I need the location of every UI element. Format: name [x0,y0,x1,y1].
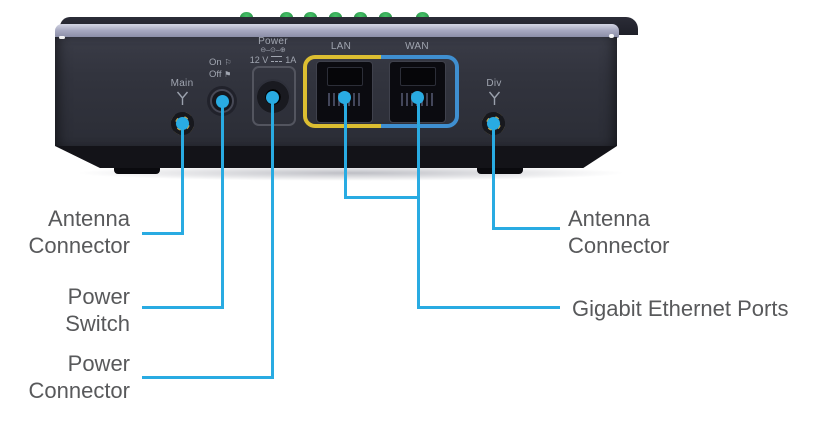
switch-off-label: Off [209,69,222,80]
label-line: Power [67,284,130,309]
callout-dot-main-antenna [176,117,189,130]
lan-port-outline [303,55,381,128]
flag-off-icon: ⚑ [224,70,232,79]
callout-line [271,97,274,379]
callout-line [142,232,184,235]
main-antenna-label: Main [170,78,194,89]
power-rating: 12 V 1A [238,55,308,65]
flag-on-icon: ⚐ [224,58,232,67]
label-gigabit-ethernet-ports: Gigabit Ethernet Ports [572,296,789,321]
lan-port-label: LAN [330,41,352,52]
corner-highlight-left [59,36,65,39]
wan-port-outline [381,55,459,128]
label-line: Connector [568,233,670,258]
label-antenna-connector-left: Antenna Connector [10,205,130,259]
label-line: Switch [65,311,130,336]
power-rating-amps: 1A [285,55,297,65]
dc-symbol-icon [271,56,283,62]
wan-port-label: WAN [405,41,429,52]
callout-dot-div-antenna [487,117,500,130]
label-line: Power [67,351,130,376]
label-antenna-connector-right: Antenna Connector [568,205,718,259]
callout-line [344,196,420,199]
power-jack-outline [252,66,296,126]
callout-line [344,97,347,199]
corner-highlight-right [609,34,614,38]
power-polarity-symbol: ⊖–⊙–⊕ [260,47,286,54]
power-title: Power [258,36,288,47]
antenna-symbol-icon [488,91,501,105]
switch-on-label: On [209,57,222,68]
callout-line [417,97,420,309]
callout-line [417,306,560,309]
callout-line [221,101,224,309]
callout-line [142,376,274,379]
callout-line [492,124,495,230]
label-power-connector: Power Connector [10,350,130,404]
label-line: Antenna [568,206,650,231]
label-line: Connector [28,233,130,258]
label-line: Connector [28,378,130,403]
power-switch-markings: On ⚐ Off ⚑ [209,57,232,81]
label-power-switch: Power Switch [10,283,130,337]
label-line: Antenna [48,206,130,231]
device-top-strip [55,24,619,38]
device-base [55,146,617,168]
callout-line [492,227,560,230]
callout-line [181,124,184,235]
antenna-symbol-icon [176,91,189,105]
div-antenna-label: Div [486,78,502,89]
power-rating-volts: 12 V [249,55,269,65]
callout-line [142,306,224,309]
